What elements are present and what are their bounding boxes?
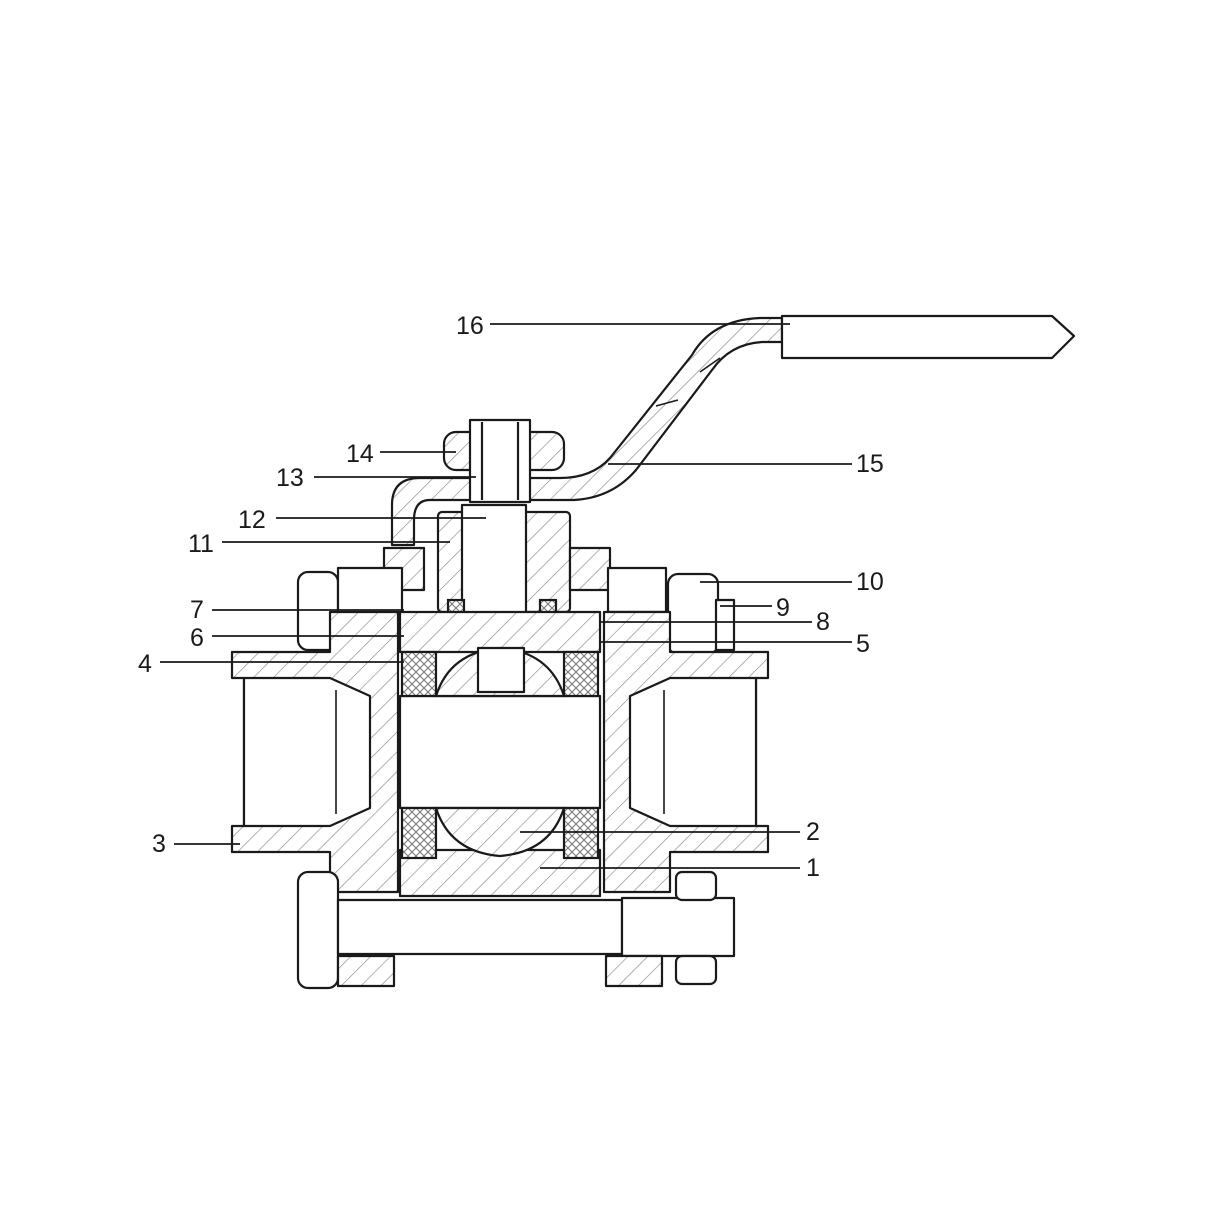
label-2: 2 bbox=[806, 818, 820, 846]
label-8: 8 bbox=[816, 608, 830, 636]
label-5: 5 bbox=[856, 630, 870, 658]
label-14: 14 bbox=[346, 440, 374, 468]
top-bolts bbox=[296, 566, 736, 656]
label-6: 6 bbox=[190, 624, 204, 652]
label-16: 16 bbox=[456, 312, 484, 340]
label-15: 15 bbox=[856, 450, 884, 478]
label-11: 11 bbox=[188, 530, 214, 558]
label-3: 3 bbox=[152, 830, 166, 858]
leader-lines bbox=[160, 323, 852, 869]
label-10: 10 bbox=[856, 568, 884, 596]
bottom-bolts bbox=[296, 870, 736, 990]
label-1: 1 bbox=[806, 854, 820, 882]
label-7: 7 bbox=[190, 596, 204, 624]
seats bbox=[400, 650, 600, 860]
label-4: 4 bbox=[138, 650, 152, 678]
valve-body bbox=[230, 610, 770, 898]
label-12: 12 bbox=[238, 506, 266, 534]
labels: 16 14 13 12 11 7 6 4 3 15 10 9 8 5 2 1 bbox=[138, 312, 884, 882]
label-9: 9 bbox=[776, 594, 790, 622]
stem-nut bbox=[442, 418, 566, 504]
ball bbox=[434, 646, 566, 858]
label-13: 13 bbox=[276, 464, 304, 492]
